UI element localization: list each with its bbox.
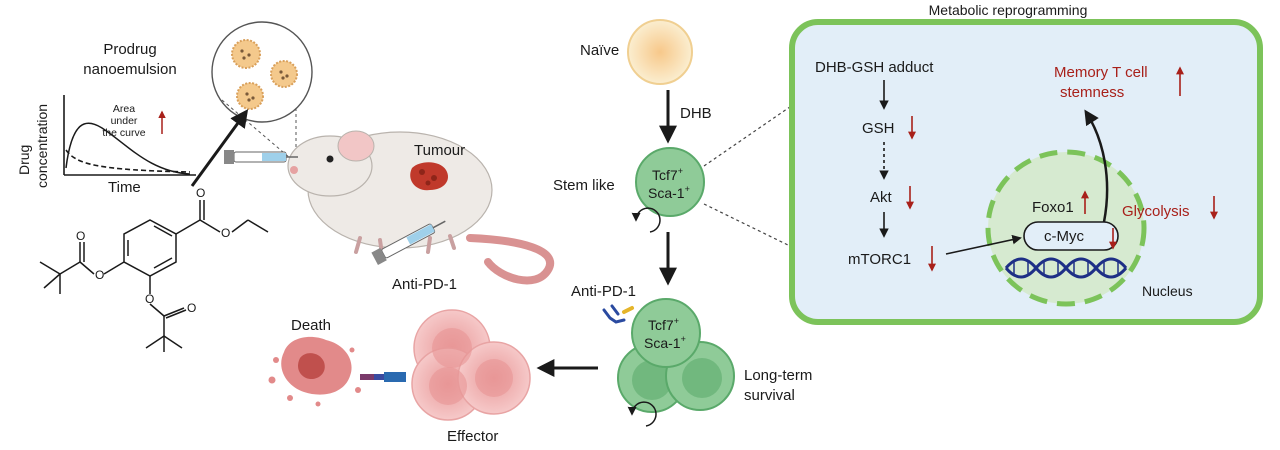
mouse-feet — [354, 234, 456, 256]
mtorc1-label: mTORC1 — [848, 251, 911, 268]
pk-curve-free-drug — [65, 149, 191, 173]
naive-t-cell — [627, 19, 693, 85]
effector-label: Effector — [447, 428, 498, 445]
long-term-label-line2: survival — [744, 387, 795, 404]
mouse-eye — [326, 155, 334, 163]
naive-label: Naïve — [580, 42, 619, 59]
oral-syringe — [224, 150, 298, 164]
dying-tumour-cell — [268, 336, 361, 407]
mtorc1-to-cmyc-arrow — [945, 234, 1022, 255]
nanoparticle-droplet — [231, 39, 261, 69]
dna-helix-icon — [1004, 257, 1128, 279]
mouse-nose — [290, 166, 298, 174]
svg-text:O: O — [95, 268, 104, 282]
stem-like-label: Stem like — [553, 177, 615, 194]
svg-text:O: O — [76, 229, 85, 243]
anti-pd1-middle-label: Anti-PD-1 — [571, 283, 636, 300]
cmyc-to-stemness-arrow — [1084, 109, 1109, 223]
prodrug-label-line1: Prodrug — [103, 41, 156, 58]
anti-pd1-antibody — [602, 304, 634, 324]
svg-text:O: O — [145, 292, 154, 306]
cmyc-box — [1023, 221, 1119, 251]
akt-label: Akt — [870, 189, 893, 206]
svg-text:O: O — [221, 226, 230, 240]
memory-t-cell — [631, 298, 701, 368]
stem-tcf7: Tcf7+ — [652, 166, 683, 183]
zoom-line-top — [703, 99, 801, 167]
glycolysis-label: Glycolysis — [1122, 203, 1190, 220]
auc-label-line3: the curve — [102, 127, 145, 139]
cmyc-label: c-Myc — [1044, 228, 1084, 245]
long-term-sca1: Sca-1+ — [644, 334, 686, 351]
svg-text:O: O — [187, 301, 196, 315]
y-axis-label-line2: concentration — [34, 104, 50, 188]
anti-pd1-syringe — [371, 220, 446, 265]
memory-stemness-label-line1: Memory T cell — [1054, 64, 1148, 81]
death-label: Death — [291, 317, 331, 334]
structure-to-nanoemulsion-arrow — [190, 109, 249, 187]
long-term-tcf7: Tcf7+ — [648, 316, 679, 333]
tumour-mass — [410, 162, 449, 191]
prodrug-chemical-structure — [39, 200, 269, 352]
auc-label-line1: Area — [113, 103, 135, 115]
stem-like-t-cell — [631, 147, 705, 233]
long-term-t-cell-cluster — [617, 298, 735, 427]
mouse-ear — [337, 130, 375, 162]
mouse-illustration — [287, 130, 555, 285]
prodrug-label-line2: nanoemulsion — [83, 61, 176, 78]
x-axis-label: Time — [108, 179, 141, 196]
nanoemulsion-zoom — [211, 21, 313, 159]
metabolic-panel-title: Metabolic reprogramming — [929, 2, 1088, 18]
gsh-label: GSH — [862, 120, 895, 137]
nucleus-label: Nucleus — [1142, 283, 1193, 299]
memory-stemness-label-line2: stemness — [1060, 84, 1124, 101]
tumour-label: Tumour — [414, 142, 465, 159]
effector-cell-cluster — [411, 309, 531, 421]
tcr-synapse — [360, 372, 406, 382]
dhb-label: DHB — [680, 105, 712, 122]
mouse-tail — [466, 234, 555, 285]
nanoparticle-droplet — [270, 60, 298, 88]
stem-sca1: Sca-1+ — [648, 184, 690, 201]
self-renewal-arrow — [627, 401, 657, 427]
pk-plot: Drug concentration Time Area under the c… — [16, 95, 196, 196]
long-term-label-line1: Long-term — [744, 367, 812, 384]
anti-pd1-mouse-label: Anti-PD-1 — [392, 276, 457, 293]
svg-text:O: O — [196, 186, 205, 200]
auc-label-line2: under — [111, 115, 138, 127]
nanoparticle-droplet — [236, 82, 264, 110]
y-axis-label-line1: Drug — [16, 145, 32, 175]
zoom-line-bottom — [703, 203, 791, 247]
foxo1-label: Foxo1 — [1032, 199, 1074, 216]
structure-oxygen-atoms: O O O O O O — [76, 186, 230, 315]
self-renewal-arrow — [631, 207, 661, 233]
dhb-gsh-adduct-label: DHB-GSH adduct — [815, 59, 934, 76]
pk-curve-nanoemulsion — [65, 122, 191, 175]
